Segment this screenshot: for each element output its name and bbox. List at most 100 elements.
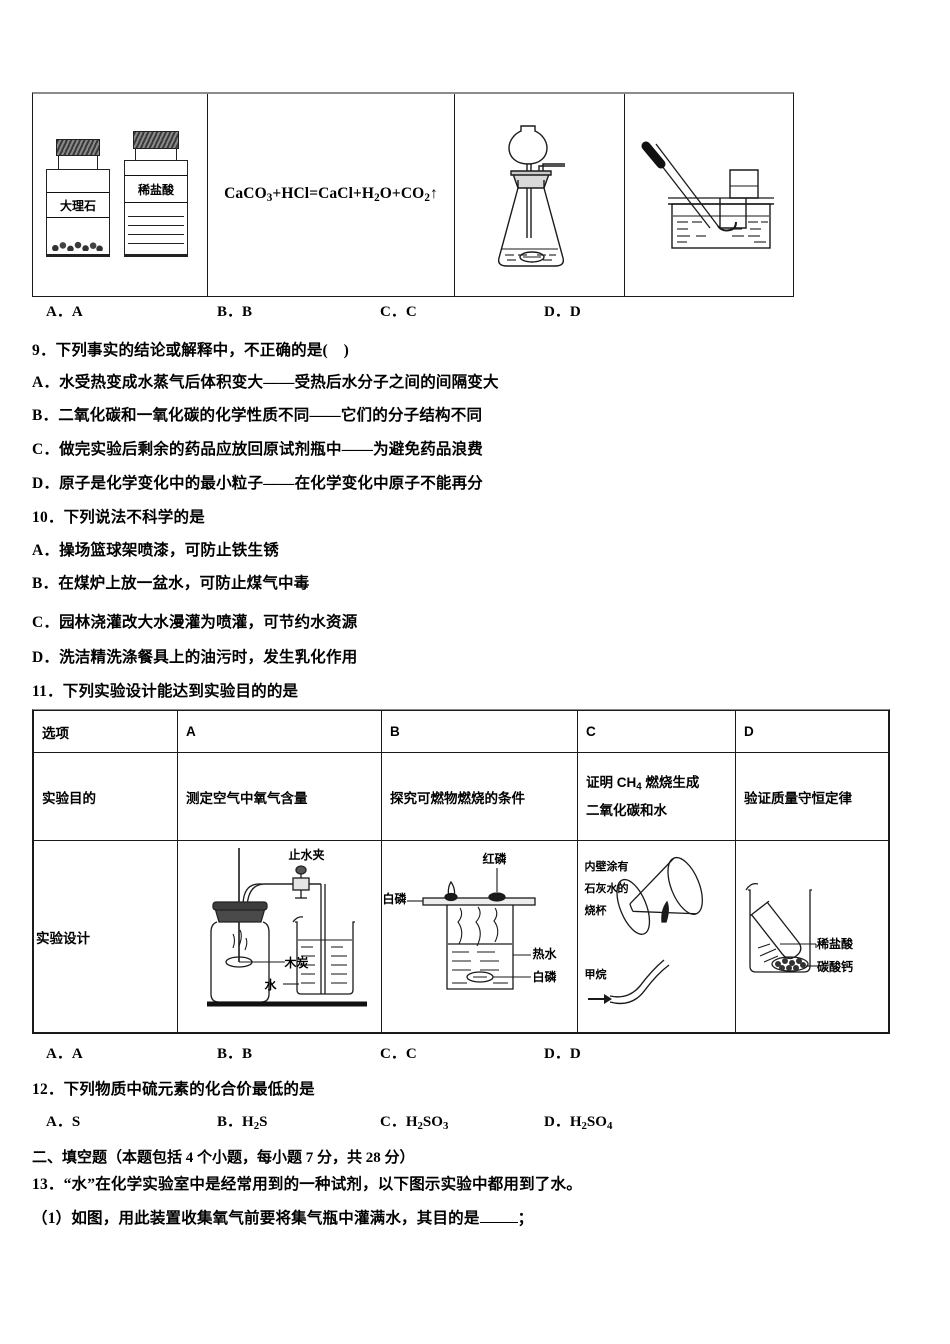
q13-sub1: （1）如图，用此装置收集氧气前要将集气瓶中灌满水，其目的是； (32, 1206, 533, 1228)
marble-chips-icon (51, 237, 105, 251)
answer-blank[interactable] (479, 1222, 518, 1223)
q12-b-post: S (259, 1114, 268, 1130)
purpose-c-line1: 证明 CH4 燃烧生成 (586, 769, 727, 797)
label-water: 水 (264, 977, 277, 992)
q12-d-pre: D．H (544, 1114, 582, 1130)
q12-d-sub2: 4 (606, 1120, 613, 1133)
eq-part: O+CO (379, 185, 425, 203)
gas-generator-flask-art (485, 118, 595, 273)
row-header-design: 实验设计 (32, 840, 179, 1033)
q12-option-a[interactable]: A．S (46, 1114, 81, 1130)
q12-c-mid: SO (422, 1114, 443, 1130)
q10-option-c[interactable]: C．园林浇灌改大水漫灌为喷灌，可节约水资源 (32, 614, 358, 631)
q9-option-a[interactable]: A．水受热变成水蒸气后体积变大——受热后水分子之间的间隔变大 (32, 374, 499, 391)
combustion-conditions-apparatus-icon (406, 867, 536, 990)
table-cell-d-water-displacement (625, 94, 793, 296)
purpose-c-post: 燃烧生成 (641, 774, 700, 790)
design-cell-b: 红磷 白磷 热水 白磷 (381, 840, 578, 1033)
water-trough-art (634, 130, 784, 260)
q12-option-c[interactable]: C．H2SO3 (380, 1110, 448, 1132)
q8-option-d[interactable]: D．D (544, 304, 581, 320)
bottle-body: 稀盐酸 (124, 160, 188, 257)
bottle-body: 大理石 (46, 169, 110, 257)
bottle-dilute-hcl: 稀盐酸 (124, 131, 188, 257)
q8-option-images-table: 大理石 稀盐酸 CaCO3+HCl=CaCl+H2O+CO2↑ (32, 92, 794, 297)
water-displacement-icon (641, 141, 774, 249)
oxygen-content-apparatus-icon (206, 847, 367, 1006)
q8-options-row: A．A B．B C．C D．D (32, 300, 912, 330)
q12-b-sub: 2 (253, 1120, 260, 1133)
q10-option-a[interactable]: A．操场篮球架喷漆，可防止铁生锈 (32, 542, 279, 559)
label-limewater-line2: 石灰水的 (584, 882, 629, 895)
purpose-a: 测定空气中氧气含量 (177, 752, 383, 841)
q11-design-table: 选项 A B C D 实验目的 测定空气中氧气含量 探究可燃物燃烧的条件 证明 … (32, 709, 890, 1034)
bottle-label-dilute-hcl: 稀盐酸 (125, 175, 187, 203)
q12-options-row: A．S B．H2S C．H2SO3 D．H2SO4 (32, 1110, 912, 1140)
q9-option-c[interactable]: C．做完实验后剩余的药品应放回原试剂瓶中——为避免药品浪费 (32, 441, 483, 458)
column-header-a: A (177, 710, 383, 753)
q11-option-c[interactable]: C．C (380, 1046, 417, 1062)
design-cell-a: 止水夹 木炭 水 (177, 840, 383, 1033)
eq-sub: 2 (374, 192, 380, 205)
label-charcoal: 木炭 (284, 955, 309, 970)
purpose-b: 探究可燃物燃烧的条件 (381, 752, 578, 841)
bottle-cap-icon (56, 139, 100, 156)
table-row-design: 实验设计 (32, 840, 890, 1033)
q11-option-d[interactable]: D．D (544, 1046, 581, 1062)
bottle-label-marble: 大理石 (47, 192, 109, 218)
purpose-d: 验证质量守恒定律 (734, 752, 890, 841)
q13-sub1-end: ； (517, 1210, 534, 1227)
q8-option-c[interactable]: C．C (380, 304, 417, 320)
q12-stem: 12．下列物质中硫元素的化合价最低的是 (32, 1081, 315, 1098)
q9-option-b[interactable]: B．二氧化碳和一氧化碳的化学性质不同——它们的分子结构不同 (32, 407, 483, 424)
methane-combustion-apparatus-icon (588, 856, 704, 1004)
q11-option-b[interactable]: B．B (217, 1046, 253, 1062)
label-white-phosphorus-top: 白磷 (382, 891, 407, 906)
label-dilute-hcl: 稀盐酸 (816, 936, 853, 951)
liquid-icon (128, 212, 184, 252)
eq-sub: 2 (424, 192, 430, 205)
q8-option-a[interactable]: A．A (46, 304, 83, 320)
column-header-c: C (576, 710, 736, 753)
table-row-purpose: 实验目的 测定空气中氧气含量 探究可燃物燃烧的条件 证明 CH4 燃烧生成 二氧… (32, 752, 890, 841)
purpose-c-line2: 二氧化碳和水 (585, 803, 667, 819)
q11-stem: 11．下列实验设计能达到实验目的的是 (32, 683, 299, 700)
q12-option-b[interactable]: B．H2S (217, 1110, 267, 1132)
table-cell-b-equation: CaCO3+HCl=CaCl+H2O+CO2↑ (208, 94, 455, 296)
row-header-option: 选项 (32, 710, 179, 753)
table-cell-a-reagent-bottles: 大理石 稀盐酸 (33, 94, 208, 296)
q12-b-pre: B．H (217, 1114, 254, 1130)
q12-option-d[interactable]: D．H2SO4 (544, 1110, 612, 1132)
q8-option-b[interactable]: B．B (217, 304, 253, 320)
table-cell-c-gas-generator (455, 94, 625, 296)
design-cell-d: 稀盐酸 碳酸钙 (734, 840, 890, 1033)
purpose-c: 证明 CH4 燃烧生成 二氧化碳和水 (576, 752, 736, 841)
bottle-cap-icon (133, 131, 179, 149)
table-row-header: 选项 A B C D (32, 710, 890, 753)
chemical-equation: CaCO3+HCl=CaCl+H2O+CO2↑ (224, 185, 438, 204)
q9-option-d[interactable]: D．原子是化学变化中的最小粒子——在化学变化中原子不能再分 (32, 475, 483, 492)
bottle-marble: 大理石 (46, 139, 110, 257)
label-pinch-clamp: 止水夹 (288, 847, 325, 862)
q10-option-d[interactable]: D．洗洁精洗涤餐具上的油污时，发生乳化作用 (32, 649, 358, 666)
purpose-c-pre: 证明 CH (585, 774, 637, 790)
column-header-d: D (734, 710, 890, 753)
eq-arrow: ↑ (430, 185, 438, 203)
purpose-c-sub: 4 (636, 781, 642, 793)
q13-stem: 13．“水”在化学实验室中是经常用到的一种试剂，以下图示实验中都用到了水。 (32, 1176, 582, 1193)
flask-apparatus-icon (497, 124, 565, 267)
column-header-b: B (381, 710, 578, 753)
section-two-heading: 二、填空题（本题包括 4 个小题，每小题 7 分，共 28 分） (32, 1150, 415, 1166)
label-inner-wall-line1: 内壁涂有 (584, 860, 629, 873)
q12-d-sub: 2 (581, 1120, 587, 1133)
eq-part: CaCO (224, 185, 267, 203)
design-d-art: 稀盐酸 碳酸钙 (738, 843, 886, 1030)
q10-option-b[interactable]: B．在煤炉上放一盆水，可防止煤气中毒 (32, 575, 310, 592)
q10-stem: 10．下列说法不科学的是 (32, 509, 205, 526)
q9-stem: 9．下列事实的结论或解释中，不正确的是( ) (32, 342, 349, 359)
label-hot-water: 热水 (532, 946, 557, 961)
q12-c-sub: 2 (417, 1120, 423, 1133)
q11-option-a[interactable]: A．A (46, 1046, 83, 1062)
design-cell-c: 内壁涂有 石灰水的 烧杯 甲烷 (576, 840, 736, 1033)
